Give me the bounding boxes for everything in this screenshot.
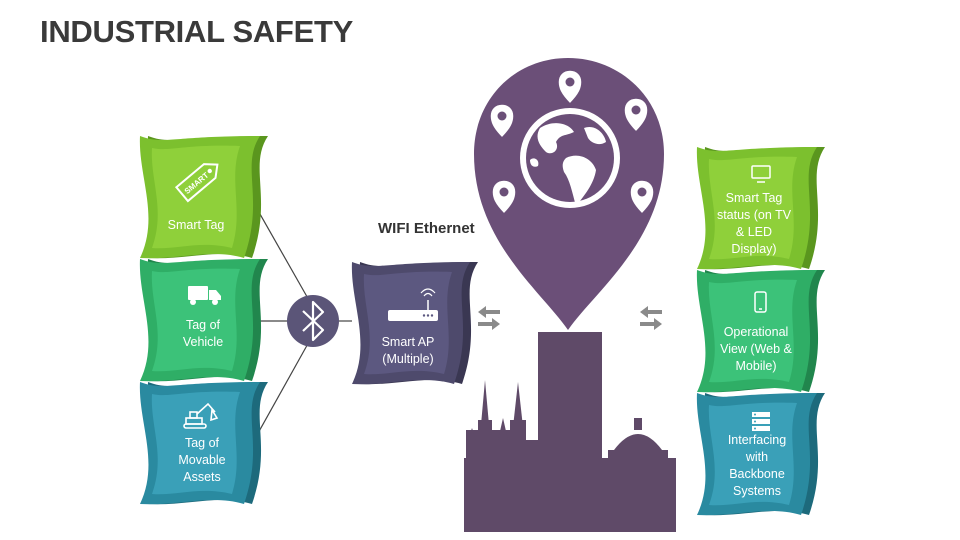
tag-of-vehicle-label: Tag of Vehicle <box>182 318 224 349</box>
bluetooth-hub <box>287 295 339 347</box>
smart-ap-label: Smart AP (Multiple) <box>381 335 435 366</box>
exchange-arrows-icon <box>478 306 500 330</box>
server-icon <box>752 412 770 431</box>
globe-location-pin-icon <box>474 58 664 330</box>
tile-smart-tag: SMART <box>139 136 268 259</box>
tag-of-movable-assets-label: Tag of Movable Assets <box>178 436 226 484</box>
exchange-arrows-icon <box>640 306 662 330</box>
tile-smart-tag-status <box>696 147 825 270</box>
tile-operational-view <box>696 270 825 393</box>
tile-tag-of-movable-assets <box>139 382 268 505</box>
page-title: INDUSTRIAL SAFETY <box>40 14 353 49</box>
smart-tag-label: Smart Tag <box>167 218 225 232</box>
router-icon <box>388 288 438 321</box>
excavator-icon <box>183 402 219 429</box>
monitor-icon <box>751 165 771 183</box>
network-label: WIFI Ethernet <box>378 220 475 237</box>
tile-smart-ap <box>351 262 478 385</box>
smart-tag-status-label: Smart Tag status (on TV & LED Display) <box>716 191 792 256</box>
operational-view-label: Operational View (Web & Mobile) <box>720 325 792 373</box>
tile-interfacing-backbone <box>696 393 825 516</box>
tile-tag-of-vehicle <box>139 259 268 382</box>
bluetooth-icon <box>302 300 325 342</box>
interfacing-backbone-label: Interfacing with Backbone Systems <box>727 433 787 498</box>
truck-icon <box>188 286 221 305</box>
city-skyline-icon <box>464 332 676 532</box>
mobile-phone-icon <box>754 291 767 313</box>
